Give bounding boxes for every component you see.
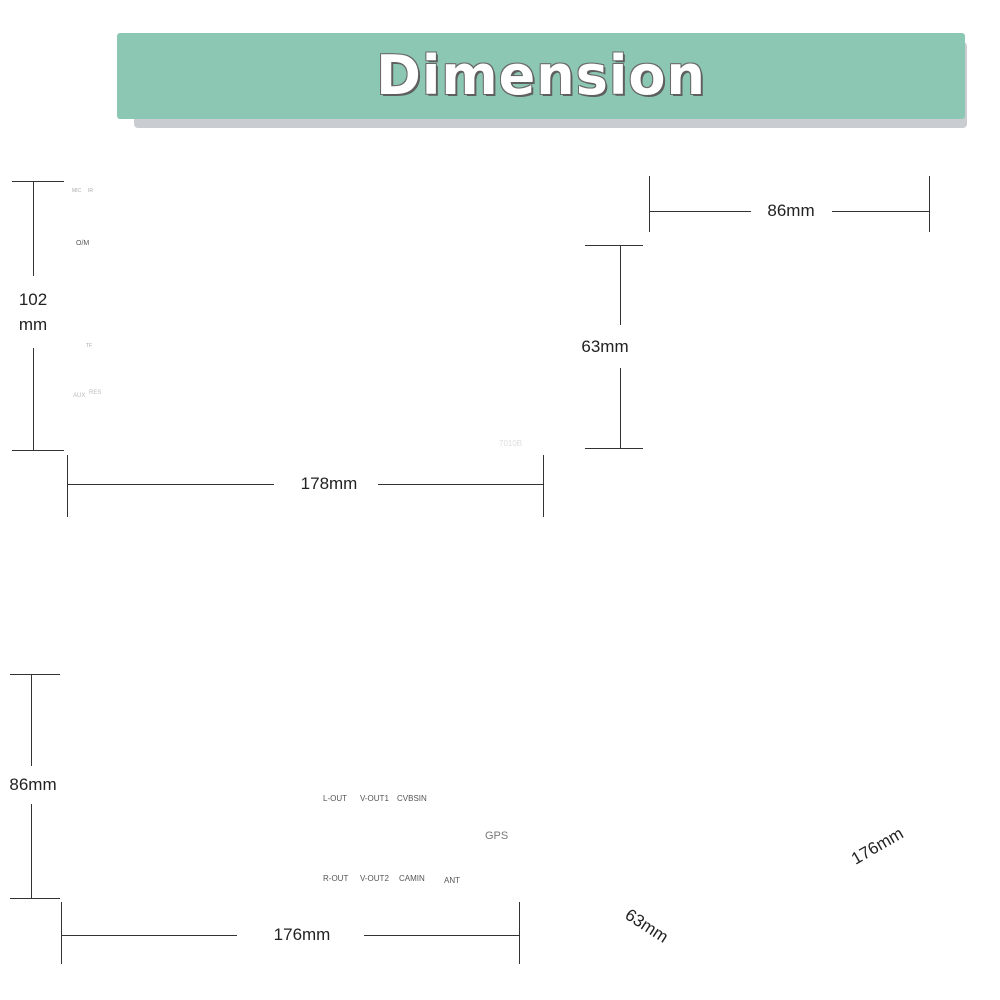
v-out1-label: V-OUT1 xyxy=(360,794,389,803)
front-height-label: 102 mm xyxy=(8,287,58,337)
rear-height-label: 86mm xyxy=(2,775,64,795)
front-width-line-right xyxy=(378,484,543,485)
rear-height-line-lower xyxy=(31,804,32,898)
rear-width-label: 176mm xyxy=(256,925,348,945)
side-depth-label: 86mm xyxy=(756,201,826,221)
rear-width-left-tick xyxy=(61,902,62,964)
front-height-line-upper xyxy=(33,181,34,276)
side-height-line-upper xyxy=(620,245,621,325)
res-label: RES xyxy=(89,390,102,396)
title-banner: Dimension xyxy=(117,33,965,119)
v-out2-label: V-OUT2 xyxy=(360,874,389,883)
banner-title: Dimension xyxy=(376,44,706,107)
model-label: 7010B xyxy=(499,439,523,448)
front-width-line-left xyxy=(67,484,274,485)
side-height-label: 63mm xyxy=(575,337,635,357)
front-height-line-lower xyxy=(33,348,34,450)
front-width-left-tick xyxy=(67,455,68,517)
side-height-line-lower xyxy=(620,368,621,448)
cvbsin-label: CVBSIN xyxy=(397,794,427,803)
aux-label: AUX xyxy=(73,393,86,399)
rear-height-bottom-tick xyxy=(10,898,60,899)
rear-height-top-tick xyxy=(10,674,60,675)
side-height-bottom-tick xyxy=(585,448,643,449)
gps-label: GPS xyxy=(485,830,509,842)
side-depth-right-tick xyxy=(929,176,930,232)
side-depth-left-tick xyxy=(649,176,650,232)
ant-label: ANT xyxy=(444,876,460,885)
front-height-top-tick xyxy=(12,181,64,182)
mic-label: MIC xyxy=(72,188,82,194)
rear-height-line-upper xyxy=(31,674,32,766)
rear-width-right-tick xyxy=(519,902,520,964)
r-out-label: R-OUT xyxy=(323,874,349,883)
side-height-top-tick xyxy=(585,245,643,246)
front-height-bottom-tick xyxy=(12,450,64,451)
front-width-label: 178mm xyxy=(283,474,375,494)
side-depth-line-right xyxy=(832,211,929,212)
side-depth-line-left xyxy=(649,211,751,212)
l-out-label: L-OUT xyxy=(323,794,347,803)
rear-width-line-right xyxy=(364,935,519,936)
rear-width-line-left xyxy=(61,935,237,936)
tf-label: TF xyxy=(86,343,93,349)
ir-label: IR xyxy=(88,188,93,194)
mode-label: O/M xyxy=(76,240,90,247)
camin-label: CAMIN xyxy=(399,874,425,883)
front-width-right-tick xyxy=(543,455,544,517)
